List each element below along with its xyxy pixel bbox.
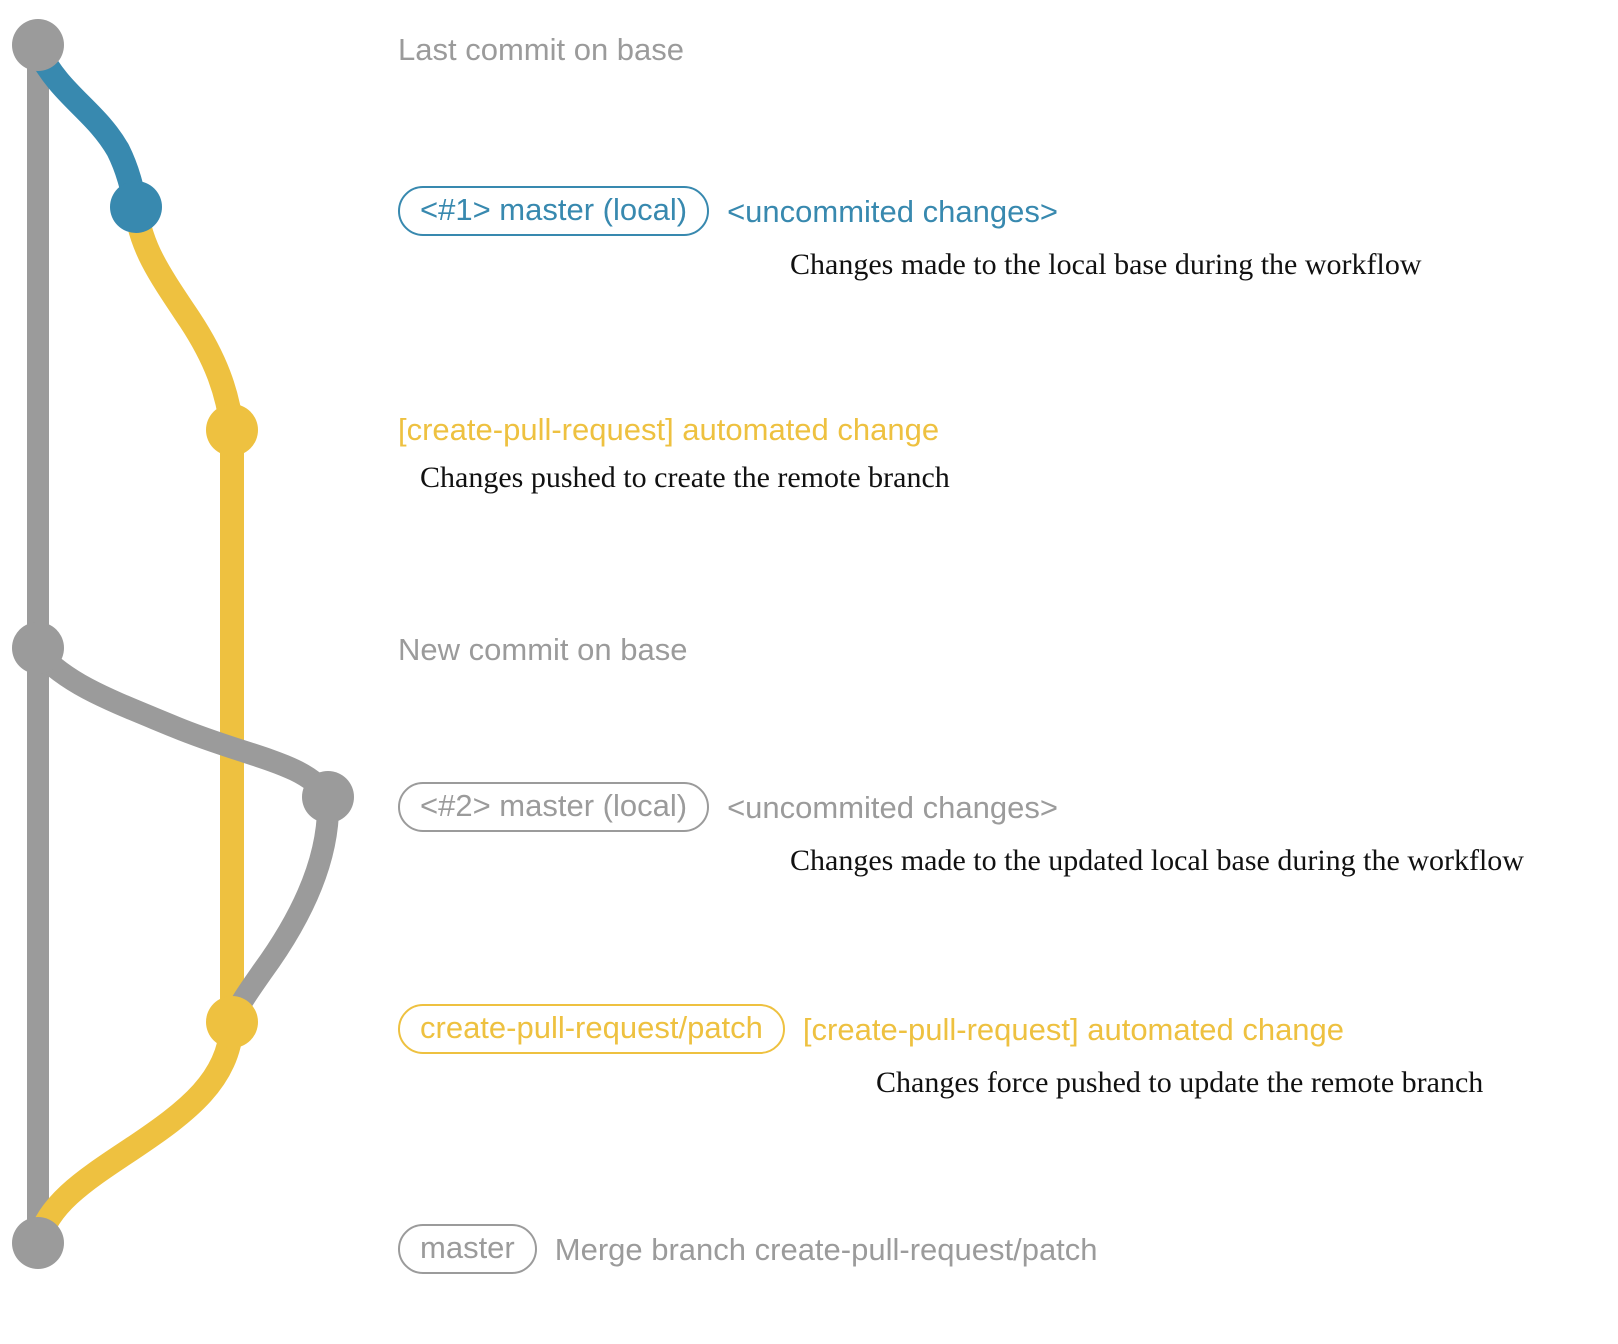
row-master-local-2: <#2> master (local) <uncommited changes>… — [398, 782, 1524, 878]
commit-message-automated-change-1: [create-pull-request] automated change — [398, 412, 940, 447]
row-automated-change-2: create-pull-request/patch [create-pull-r… — [398, 1004, 1483, 1100]
node-automated-change-1 — [206, 404, 258, 456]
node-last-commit-on-base — [12, 19, 64, 71]
edge-base2-to-local2 — [27, 641, 339, 808]
commit-message-master-merge: Merge branch create-pull-request/patch — [554, 1231, 1098, 1267]
commit-message-automated-change-2: [create-pull-request] automated change — [802, 1011, 1345, 1047]
badge-master-local-2[interactable]: <#2> master (local) — [398, 782, 710, 832]
node-master-local-2 — [302, 771, 354, 823]
commit-message-master-local-2: <uncommited changes> — [727, 789, 1058, 825]
node-new-commit-on-base — [12, 622, 64, 674]
node-master-merge — [12, 1217, 64, 1269]
row-last-commit-on-base: Last commit on base — [398, 32, 684, 68]
description-master-local-1: Changes made to the local base during th… — [790, 248, 1422, 281]
node-master-local-1 — [110, 181, 162, 233]
heading-new-commit-on-base: New commit on base — [398, 632, 688, 667]
description-master-local-2: Changes made to the updated local base d… — [790, 844, 1524, 877]
commit-graph — [12, 19, 354, 1269]
badge-create-pull-request-patch[interactable]: create-pull-request/patch — [398, 1004, 785, 1054]
row-master-merge: master Merge branch create-pull-request/… — [398, 1224, 1098, 1274]
commit-message-master-local-1: <uncommited changes> — [727, 193, 1058, 229]
row-master-local-1: <#1> master (local) <uncommited changes>… — [398, 186, 1422, 282]
badge-master[interactable]: master — [398, 1224, 537, 1274]
row-new-commit-on-base: New commit on base — [398, 632, 687, 668]
edge-remote2-to-merge — [26, 1013, 244, 1255]
node-automated-change-2 — [206, 996, 258, 1048]
edge-local1-to-remote1 — [124, 198, 244, 442]
description-automated-change-2: Changes force pushed to update the remot… — [876, 1066, 1484, 1099]
badge-master-local-1[interactable]: <#1> master (local) — [398, 186, 710, 236]
heading-last-commit-on-base: Last commit on base — [398, 32, 685, 67]
description-automated-change-1: Changes pushed to create the remote bran… — [420, 461, 950, 494]
row-automated-change-1: [create-pull-request] automated change C… — [398, 414, 950, 495]
